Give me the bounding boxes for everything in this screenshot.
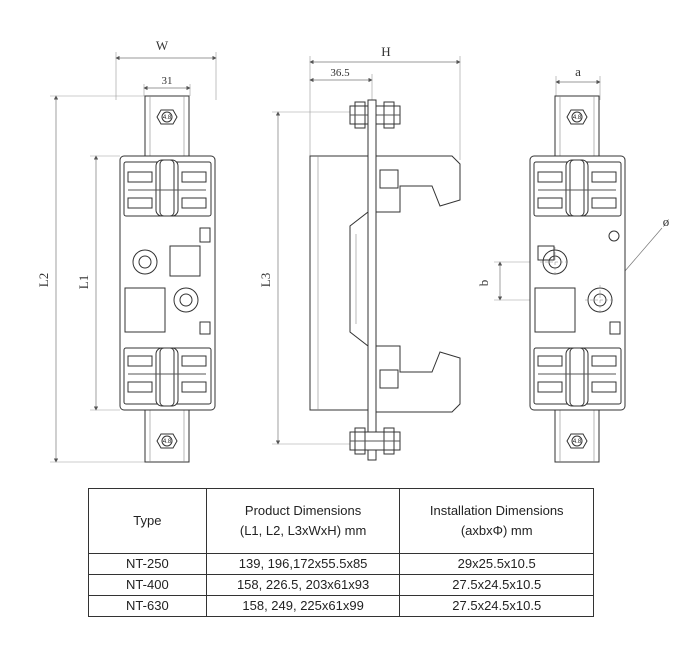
side-view xyxy=(272,56,461,461)
bolt-label-bottom-front: 4.8 xyxy=(163,439,172,445)
header-install-line2: (axbxΦ) mm xyxy=(460,523,533,538)
dim-a-label: a xyxy=(575,64,581,79)
dim-phi-label: ø xyxy=(663,214,670,229)
header-product-line2: (L1, L2, L3xWxH) mm xyxy=(239,523,367,538)
installation-view xyxy=(494,76,663,463)
cell-install: 27.5x24.5x10.5 xyxy=(399,574,594,596)
cell-type: NT-400 xyxy=(88,574,207,596)
dim-w-label: W xyxy=(156,38,169,53)
header-type: Type xyxy=(88,488,207,554)
cell-product: 158, 249, 225x61x99 xyxy=(205,595,401,617)
table-row: NT-250 139, 196,172x55.5x85 29x25.5x10.5 xyxy=(88,553,594,575)
dim-31-label: 31 xyxy=(162,75,173,87)
header-product-line1: Product Dimensions xyxy=(244,503,362,518)
header-product-dimensions: Product Dimensions (L1, L2, L3xWxH) mm xyxy=(205,488,401,554)
header-install-line1: Installation Dimensions xyxy=(429,503,564,518)
cell-product: 139, 196,172x55.5x85 xyxy=(205,553,401,575)
dimensions-table: Type Product Dimensions (L1, L2, L3xWxH)… xyxy=(88,488,594,617)
cell-type: NT-630 xyxy=(88,595,207,617)
cell-type: NT-250 xyxy=(88,553,207,575)
dim-b-label: b xyxy=(476,280,491,287)
technical-drawing: W 31 L2 L1 4.8 4.8 xyxy=(36,38,670,463)
bolt-label-top-front: 4.8 xyxy=(163,115,172,121)
dim-l3-label: L3 xyxy=(258,273,273,287)
header-installation-dimensions: Installation Dimensions (axbxΦ) mm xyxy=(399,488,594,554)
dim-h-label: H xyxy=(381,44,390,59)
dim-36-5-label: 36.5 xyxy=(330,67,350,79)
bolt-label-bottom-install: 4.8 xyxy=(573,439,582,445)
table-header-row: Type Product Dimensions (L1, L2, L3xWxH)… xyxy=(88,488,594,554)
cell-product: 158, 226.5, 203x61x93 xyxy=(205,574,401,596)
cell-install: 29x25.5x10.5 xyxy=(399,553,594,575)
dim-l2-label: L2 xyxy=(36,273,51,287)
table-row: NT-400 158, 226.5, 203x61x93 27.5x24.5x1… xyxy=(88,574,594,596)
dim-l1-label: L1 xyxy=(76,275,91,289)
table-row: NT-630 158, 249, 225x61x99 27.5x24.5x10.… xyxy=(88,595,594,617)
front-view xyxy=(50,52,217,463)
bolt-label-top-install: 4.8 xyxy=(573,115,582,121)
cell-install: 27.5x24.5x10.5 xyxy=(399,595,594,617)
